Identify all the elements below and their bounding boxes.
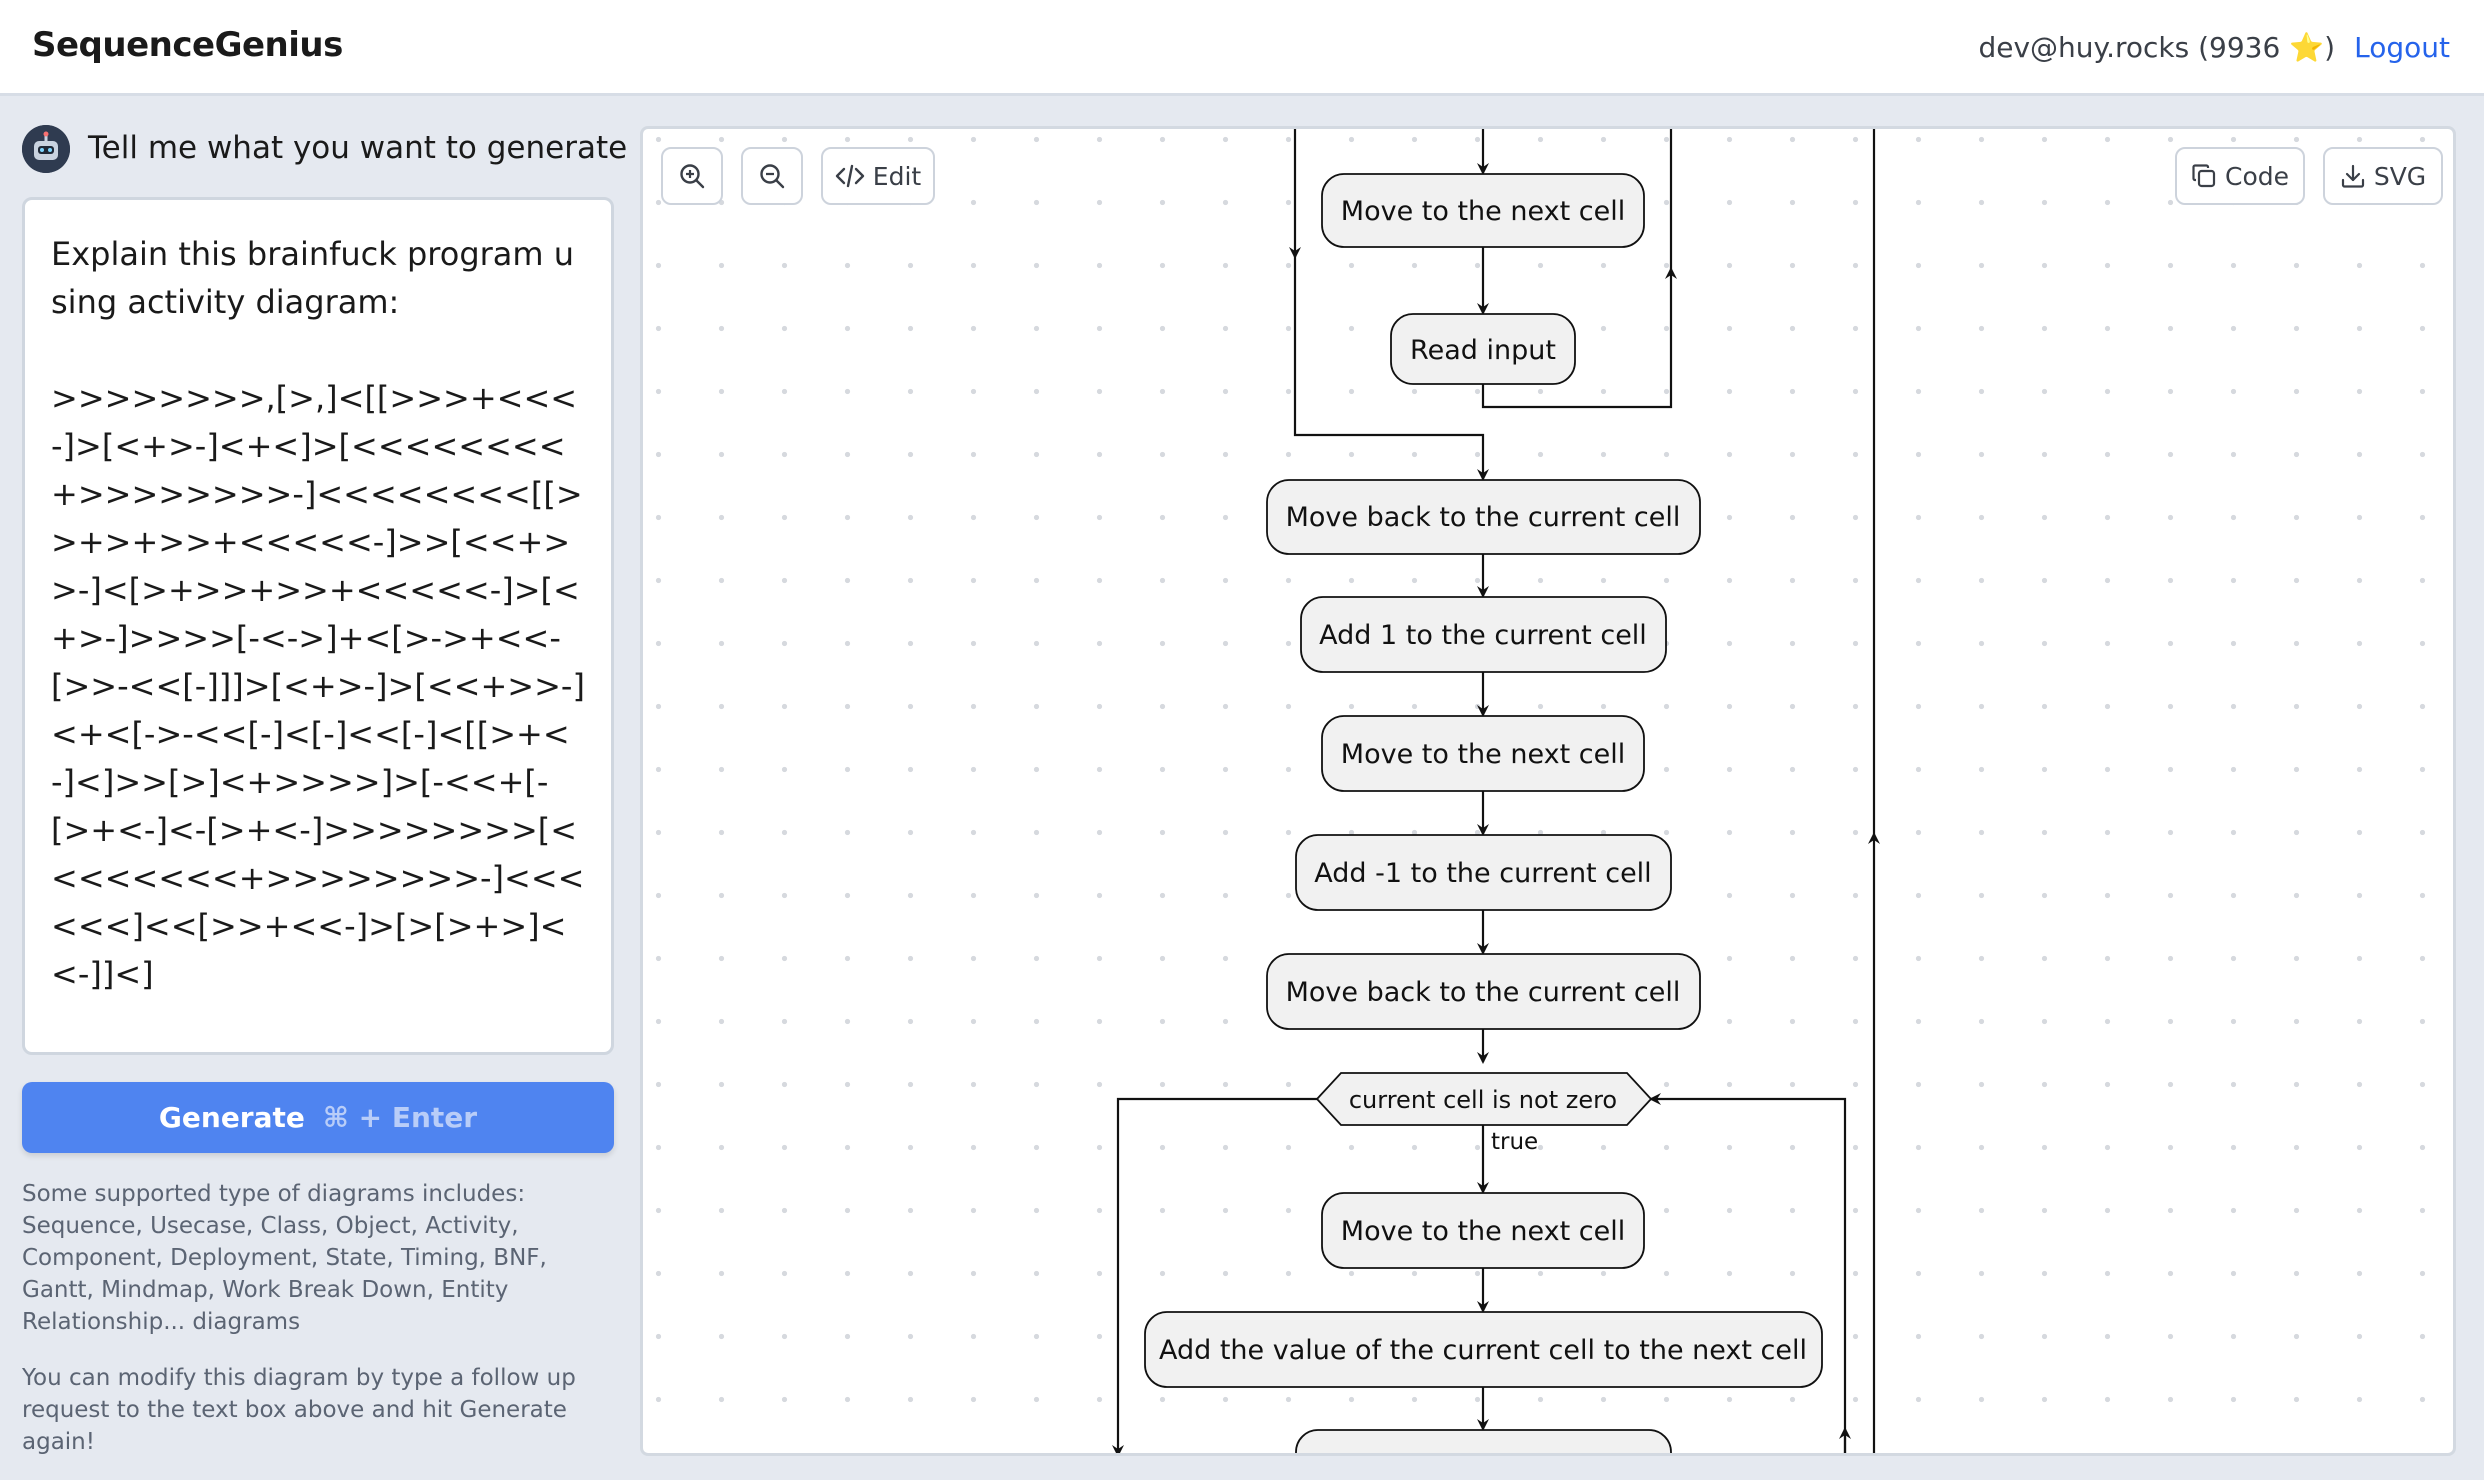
zoom-in-button[interactable] bbox=[661, 147, 723, 205]
diagram-node-9: Add the value of the current cell to the… bbox=[1159, 1335, 1807, 1366]
activity-diagram: Move to the next cell Read input Move ba… bbox=[1112, 129, 1880, 1453]
download-icon bbox=[2341, 164, 2364, 188]
follow-up-help: You can modify this diagram by type a fo… bbox=[22, 1365, 576, 1455]
edit-button-label: Edit bbox=[872, 161, 922, 191]
generate-shortcut-hint: ⌘ + Enter bbox=[322, 1101, 478, 1134]
diagram-node-6: Add -1 to the current cell bbox=[1314, 858, 1651, 889]
user-account-info: dev@huy.rocks (9936 ⭐️) bbox=[1978, 31, 2335, 64]
app-logo[interactable]: SequenceGenius bbox=[32, 25, 343, 65]
download-svg-button[interactable]: SVG bbox=[2323, 147, 2443, 205]
diagram-decision: current cell is not zero bbox=[1349, 1086, 1617, 1114]
diagram-node-5: Move to the next cell bbox=[1341, 739, 1625, 770]
supported-diagrams-help: Some supported type of diagrams includes… bbox=[22, 1181, 547, 1335]
zoom-in-icon bbox=[680, 164, 705, 189]
copy-code-button[interactable]: Code bbox=[2175, 147, 2305, 205]
prompt-title: Tell me what you want to generate bbox=[88, 130, 628, 166]
diagram-canvas[interactable]: Move to the next cell Read input Move ba… bbox=[640, 126, 2456, 1456]
logout-link[interactable]: Logout bbox=[2354, 31, 2450, 64]
diagram-node-4: Add 1 to the current cell bbox=[1319, 620, 1647, 651]
diagram-node-1: Move to the next cell bbox=[1341, 196, 1625, 227]
zoom-out-button[interactable] bbox=[741, 147, 803, 205]
bot-avatar bbox=[22, 125, 70, 173]
code-brackets-icon bbox=[835, 164, 864, 188]
decision-true-label: true bbox=[1491, 1129, 1538, 1155]
copy-icon bbox=[2192, 164, 2216, 188]
edit-button[interactable]: Edit bbox=[821, 147, 935, 205]
diagram-node-7: Move back to the current cell bbox=[1286, 977, 1681, 1008]
svg-button-label: SVG bbox=[2373, 161, 2427, 191]
generate-button-label: Generate bbox=[158, 1101, 305, 1134]
diagram-node-8: Move to the next cell bbox=[1341, 1216, 1625, 1247]
zoom-out-icon bbox=[760, 164, 785, 189]
app-header: SequenceGenius dev@huy.rocks (9936 ⭐️) L… bbox=[0, 0, 2484, 96]
generate-button[interactable]: Generate ⌘ + Enter bbox=[22, 1082, 614, 1153]
code-button-label: Code bbox=[2224, 161, 2289, 191]
prompt-textarea[interactable]: Explain this brainfuck program using act… bbox=[22, 197, 614, 1055]
diagram-node-3: Move back to the current cell bbox=[1286, 502, 1681, 533]
robot-icon bbox=[22, 125, 70, 173]
diagram-node-2: Read input bbox=[1410, 335, 1556, 366]
